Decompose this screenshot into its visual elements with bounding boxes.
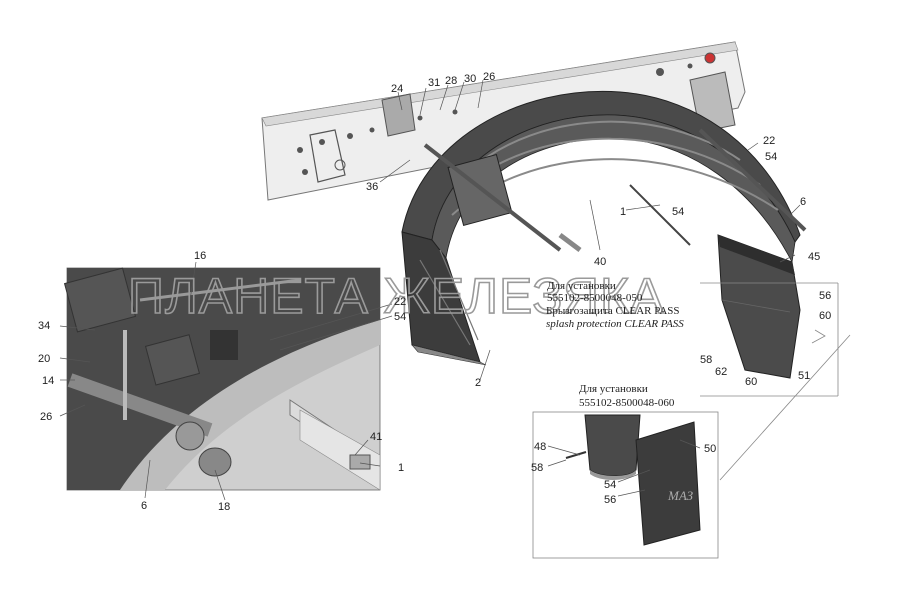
- note-install-060-line2: 555102-8500048-060: [579, 397, 675, 409]
- rod-part-1: [558, 184, 691, 252]
- note-splash-en: splash protection CLEAR PASS: [546, 318, 684, 330]
- callout-56-inset: 56: [604, 494, 616, 506]
- callout-26-top: 26: [483, 71, 495, 83]
- mudguard-main: [401, 90, 807, 366]
- callout-41: 41: [370, 431, 382, 443]
- callout-1-top: 1: [620, 206, 626, 218]
- note-install-050-line1: Для установки: [547, 280, 616, 292]
- callout-30: 30: [464, 73, 476, 85]
- callout-28: 28: [445, 75, 457, 87]
- callout-51: 51: [798, 370, 810, 382]
- callout-14: 14: [42, 375, 54, 387]
- callout-16: 16: [194, 250, 206, 262]
- callout-62: 62: [715, 366, 727, 378]
- callout-2: 2: [475, 377, 481, 389]
- callout-54-top: 54: [672, 206, 684, 218]
- callout-54-detail: 54: [394, 311, 406, 323]
- callout-58-inset: 58: [531, 462, 543, 474]
- callout-56-right: 56: [819, 290, 831, 302]
- callout-31: 31: [428, 77, 440, 89]
- mudflap-main: [717, 234, 801, 379]
- note-install-060-line1: Для установки: [579, 383, 648, 395]
- inset-clear-pass: [700, 282, 851, 481]
- callout-48: 48: [534, 441, 546, 453]
- callout-40: 40: [594, 256, 606, 268]
- leader-lines: [59, 79, 801, 501]
- callout-45: 45: [808, 251, 820, 263]
- notes: Для установки 555102-8500048-050 Брызгоз…: [546, 280, 684, 409]
- callout-54-right: 54: [765, 151, 777, 163]
- callout-22-detail: 22: [394, 296, 406, 308]
- note-splash-ru: Брызгозащита CLEAR PASS: [546, 305, 680, 317]
- callout-24: 24: [391, 83, 403, 95]
- callout-58-right: 58: [700, 354, 712, 366]
- callout-60-right: 60: [819, 310, 831, 322]
- callout-54-inset: 54: [604, 479, 616, 491]
- detail-view: [63, 267, 381, 491]
- callout-34: 34: [38, 320, 50, 332]
- callout-26-left: 26: [40, 411, 52, 423]
- callout-50: 50: [704, 443, 716, 455]
- callout-1-detail: 1: [398, 462, 404, 474]
- mudflap-logo-mark: МАЗ: [667, 488, 694, 503]
- inset-060: МАЗ: [532, 411, 719, 559]
- callout-labels: 24 31 28 30 26 36 40 1 54 2 45 22 54 6 5…: [38, 71, 831, 513]
- callout-22-right: 22: [763, 135, 775, 147]
- callout-60-bottom: 60: [745, 376, 757, 388]
- callout-18: 18: [218, 501, 230, 513]
- callout-36: 36: [366, 181, 378, 193]
- callout-20: 20: [38, 353, 50, 365]
- note-install-050-line2: 555102-8500048-050: [547, 292, 643, 304]
- watermark: ПЛАНЕТА ЖЕЛЕЗЯКА: [128, 268, 664, 324]
- callout-6-right: 6: [800, 196, 806, 208]
- callout-6-detail: 6: [141, 500, 147, 512]
